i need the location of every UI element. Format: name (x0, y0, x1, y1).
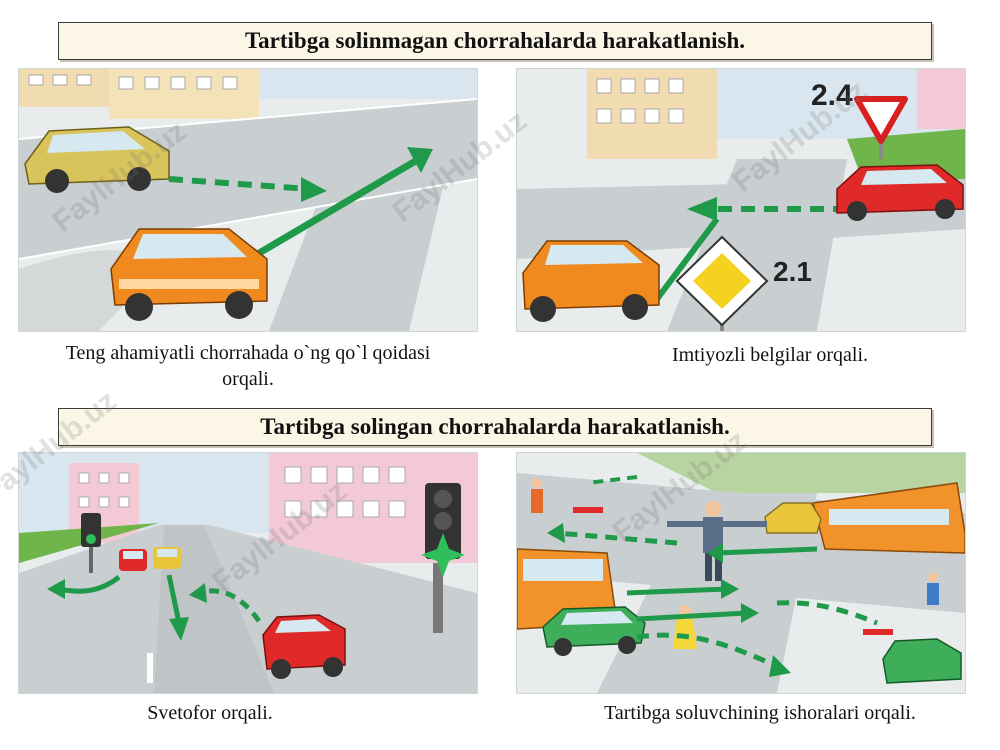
yellow-car-left (24, 126, 170, 193)
main-road-sign-icon (675, 235, 769, 331)
tram-right (812, 482, 965, 554)
orange-car (110, 228, 268, 321)
red-car (836, 164, 964, 221)
green-car (542, 606, 646, 656)
caption-priority-signs: Imtiyozli belgilar orqali. (671, 344, 869, 366)
yield-sign-icon (854, 96, 908, 159)
caption-traffic-light: Svetofor orqali. (147, 702, 273, 724)
orange-car (522, 240, 660, 322)
section-title-regulated: Tartibga solingan chorrahalarda harakatl… (58, 408, 932, 446)
caption-right-hand-rule: Teng ahamiyatli chorrahada o`ng qo`l qoi… (65, 342, 431, 390)
illustration-right-hand-rule (18, 68, 478, 332)
red-car-near (262, 614, 346, 679)
small-traffic-light-icon (81, 513, 101, 573)
yellow-car (764, 502, 822, 534)
yield-sign-number: 2.4 (811, 79, 853, 112)
traffic-light-drawing (19, 453, 477, 693)
right-hand-rule-drawing (19, 69, 477, 331)
traffic-controller-figure (667, 501, 767, 581)
traffic-light-icon (421, 483, 465, 633)
illustration-traffic-controller (516, 452, 966, 694)
pedestrian-figure (927, 572, 939, 605)
pedestrian-figure (531, 478, 543, 513)
illustration-traffic-light (18, 452, 478, 694)
green-car-right (882, 638, 962, 684)
priority-signs-drawing: 2.4 2.1 (517, 69, 965, 331)
yellow-car-far (153, 547, 181, 569)
caption-traffic-controller: Tartibga soluvchining ishoralari orqali. (604, 702, 916, 724)
illustration-priority-signs: 2.4 2.1 (516, 68, 966, 332)
main-road-sign-number: 2.1 (773, 256, 812, 287)
section-title-unregulated: Tartibga solinmagan chorrahalarda haraka… (58, 22, 932, 60)
red-car-far (119, 549, 147, 571)
traffic-controller-drawing (517, 453, 965, 693)
